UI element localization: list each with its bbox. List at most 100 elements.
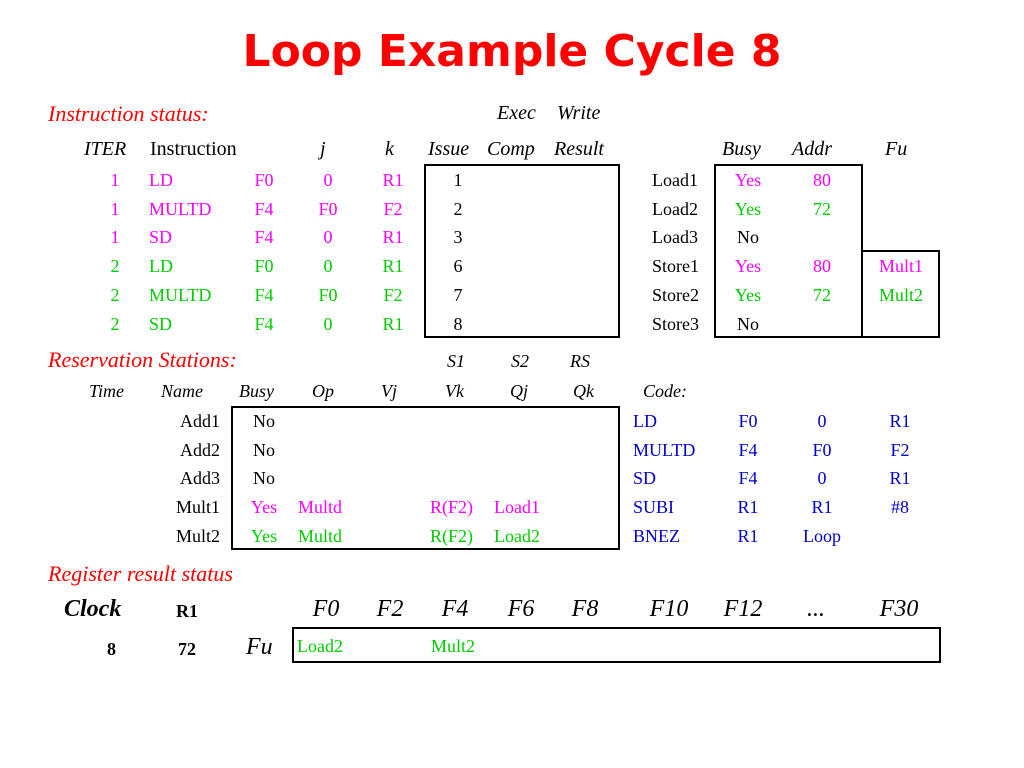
header-rs: RS <box>570 351 590 371</box>
instr-op-cell: SD <box>149 314 173 334</box>
instr-j-cell: 0 <box>323 314 333 334</box>
instr-issue-cell: 3 <box>453 227 463 247</box>
fu-label: Fu <box>246 634 273 660</box>
register-header: ... <box>807 596 825 622</box>
register-header: F12 <box>723 596 763 622</box>
instr-dest-cell: F4 <box>254 314 274 334</box>
header-issue: Issue <box>428 138 470 160</box>
code-op-cell: SD <box>633 468 657 488</box>
rs-qj-cell: Load1 <box>494 497 540 517</box>
buffer-name-cell: Load3 <box>652 227 698 247</box>
instr-j-cell: 0 <box>323 227 333 247</box>
instr-dest-cell: F4 <box>254 227 274 247</box>
buffer-fu-cell: Mult2 <box>878 285 923 305</box>
instr-dest-cell: F0 <box>254 256 274 276</box>
buffer-name-cell: Store2 <box>652 285 699 305</box>
rs-qj-cell: Load2 <box>494 526 540 546</box>
instr-k-cell: F2 <box>383 285 403 305</box>
buffer-busy-cell: Yes <box>734 256 762 276</box>
header-iter: ITER <box>84 138 127 160</box>
instr-k-cell: R1 <box>382 170 404 190</box>
buffer-addr-cell: 80 <box>813 170 831 190</box>
instr-dest-cell: F4 <box>254 285 274 305</box>
buffer-name-cell: Store1 <box>652 256 699 276</box>
clock-value: 8 <box>107 639 116 659</box>
header-addr: Addr <box>792 138 832 160</box>
code-a-cell: R1 <box>737 526 759 546</box>
code-b-cell: F0 <box>812 440 832 460</box>
code-op-cell: MULTD <box>633 440 696 460</box>
instr-iter-cell: 1 <box>110 170 120 190</box>
rs-busy-cell: No <box>253 468 275 488</box>
buffer-busy-cell: Yes <box>734 285 762 305</box>
code-c-cell: #8 <box>891 497 909 517</box>
code-b-cell: 0 <box>817 468 827 488</box>
instr-j-cell: 0 <box>323 256 333 276</box>
exec-label: Exec <box>497 102 536 124</box>
rs-name-cell: Add2 <box>180 440 220 460</box>
header-instruction: Instruction <box>150 138 237 160</box>
instr-iter-cell: 2 <box>110 285 120 305</box>
instr-j-cell: 0 <box>323 170 333 190</box>
buffer-addr-cell: 72 <box>813 285 831 305</box>
code-c-cell: R1 <box>889 468 911 488</box>
code-b-cell: Loop <box>803 526 841 546</box>
instr-issue-cell: 6 <box>453 256 463 276</box>
write-label: Write <box>557 102 601 124</box>
header-j: j <box>320 138 326 160</box>
register-header: F6 <box>507 596 535 622</box>
register-header: F0 <box>312 596 340 622</box>
load-buffer-box <box>714 164 863 338</box>
buffer-busy-cell: Yes <box>734 199 762 219</box>
rs-vk-cell: R(F2) <box>430 497 474 517</box>
instr-iter-cell: 2 <box>110 256 120 276</box>
header-vk: Vk <box>445 381 464 401</box>
register-result-status-label: Register result status <box>48 561 233 586</box>
slide-title: Loop Example Cycle 8 <box>242 26 782 77</box>
buffer-busy-cell: No <box>737 314 759 334</box>
register-fu-box <box>292 627 941 663</box>
register-header: F8 <box>571 596 599 622</box>
instruction-status-box <box>424 164 620 338</box>
code-a-cell: F0 <box>738 411 758 431</box>
instruction-status-label: Instruction status: <box>48 101 209 126</box>
buffer-fu-cell: Mult1 <box>878 256 923 276</box>
code-c-cell: F2 <box>890 440 910 460</box>
rs-busy-cell: Yes <box>250 526 278 546</box>
rs-op-cell: Multd <box>298 526 343 546</box>
instr-iter-cell: 1 <box>110 199 120 219</box>
rs-busy-cell: No <box>253 440 275 460</box>
buffer-name-cell: Load1 <box>652 170 698 190</box>
code-a-cell: R1 <box>737 497 759 517</box>
instr-k-cell: R1 <box>382 227 404 247</box>
rs-name-cell: Mult2 <box>175 526 220 546</box>
instr-issue-cell: 7 <box>453 285 463 305</box>
header-time: Time <box>89 381 125 401</box>
instr-issue-cell: 1 <box>453 170 463 190</box>
instr-j-cell: F0 <box>318 199 338 219</box>
instr-op-cell: SD <box>149 227 173 247</box>
instr-op-cell: LD <box>149 170 173 190</box>
buffer-addr-cell: 80 <box>813 256 831 276</box>
header-result: Result <box>554 138 604 160</box>
instr-iter-cell: 1 <box>110 227 120 247</box>
header-s1: S1 <box>447 351 465 371</box>
code-a-cell: F4 <box>738 468 758 488</box>
instr-op-cell: MULTD <box>149 199 212 219</box>
buffer-busy-cell: Yes <box>734 170 762 190</box>
header-rs-busy: Busy <box>239 381 274 401</box>
rs-name-cell: Add3 <box>180 468 220 488</box>
instr-k-cell: R1 <box>382 256 404 276</box>
header-name: Name <box>161 381 203 401</box>
rs-name-cell: Add1 <box>180 411 220 431</box>
code-label: Code: <box>643 381 687 401</box>
code-a-cell: F4 <box>738 440 758 460</box>
header-comp: Comp <box>487 138 535 160</box>
code-c-cell: R1 <box>889 411 911 431</box>
header-vj: Vj <box>381 381 397 401</box>
instr-k-cell: R1 <box>382 314 404 334</box>
reservation-stations-label: Reservation Stations: <box>48 347 237 372</box>
rs-busy-cell: No <box>253 411 275 431</box>
instr-dest-cell: F4 <box>254 199 274 219</box>
register-header: F10 <box>649 596 689 622</box>
